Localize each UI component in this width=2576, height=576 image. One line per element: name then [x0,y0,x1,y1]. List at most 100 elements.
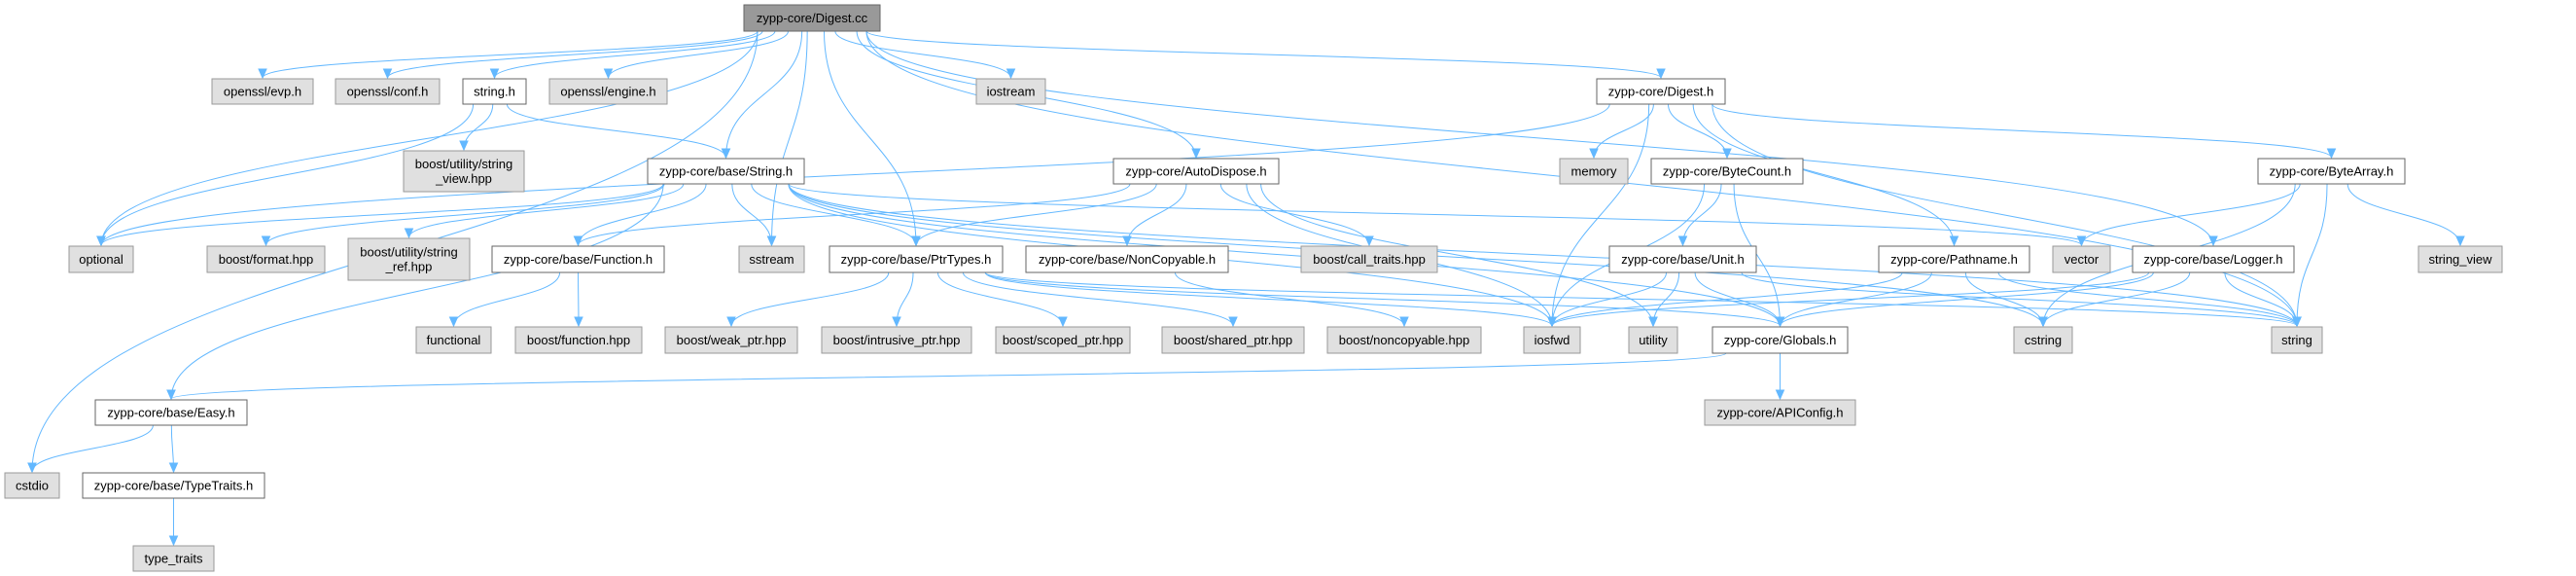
edge-function_h-to-functional [453,271,561,327]
node-box [415,326,492,354]
edges-layer [27,30,2465,547]
arrowhead-icon [721,148,731,160]
edge-string_base-to-vector [788,183,2082,246]
node-box [1628,326,1678,354]
node-intrusive-ptr: boost/intrusive_ptr.hpp [821,326,972,354]
edge-ptrtypes-to-weak_ptr [730,271,890,327]
node-string-view-hpp: boost/utility/string_view.hpp [403,150,525,193]
node-engine: openssl/engine.h [548,78,668,105]
arrowhead-icon [404,228,414,239]
node-boost-function: boost/function.hpp [514,326,643,354]
node-label: string_view [2428,252,2492,267]
node-box [347,237,471,281]
arrowhead-icon [2455,235,2465,247]
edge-digest_h-to-iosfwd [1551,103,1650,327]
node-pathname[interactable]: zypp-core/Pathname.h [1878,245,2030,273]
node-conf: openssl/conf.h [335,78,441,105]
node-box [2013,326,2073,354]
edge-bytearray-to-vector [2081,183,2301,246]
edge-string_base-to-function_h [578,183,707,246]
node-box [1559,158,1629,185]
arrowhead-icon [27,462,37,474]
node-digest-h[interactable]: zypp-core/Digest.h [1596,78,1726,105]
node-box [491,245,665,273]
node-globals[interactable]: zypp-core/Globals.h [1711,326,1849,354]
node-string-h[interactable]: string.h [462,78,527,105]
edge-autodispose-to-utility [1260,183,1654,327]
arrowhead-icon [573,235,583,247]
node-label: zypp-core/base/Unit.h [1621,252,1744,267]
node-vector: vector [2052,245,2111,273]
node-box [1112,158,1280,185]
node-typetraits-h[interactable]: zypp-core/base/TypeTraits.h [82,472,265,499]
node-autodispose[interactable]: zypp-core/AutoDispose.h [1112,158,1280,185]
arrowhead-icon [489,68,500,80]
arrowhead-icon [574,316,583,328]
node-label: string.h [474,85,515,99]
node-box [2417,245,2503,273]
edge-digest_cc-to-engine [608,30,790,79]
arrowhead-icon [2326,148,2337,160]
node-label: boost/utility/string [415,157,512,171]
node-ptrtypes[interactable]: zypp-core/base/PtrTypes.h [829,245,1004,273]
arrowhead-icon [1006,68,1016,80]
node-box [664,326,798,354]
node-label: zypp-core/Digest.cc [757,11,868,25]
edge-string_h-to-optional [100,103,475,246]
node-string-base[interactable]: zypp-core/base/String.h [647,158,805,185]
node-digest-cc[interactable]: zypp-core/Digest.cc [743,4,881,32]
edge-string_base-to-globals [788,183,1781,327]
node-box [403,150,525,193]
node-easy[interactable]: zypp-core/base/Easy.h [94,399,248,426]
node-label: _ref.hpp [385,260,433,274]
arrowhead-icon [1648,316,1658,328]
edge-string_base-to-easy [170,183,664,400]
node-apiconfig: zypp-core/APIConfig.h [1704,399,1856,426]
arrowhead-icon [261,235,271,247]
edge-unit-to-globals [1694,271,1781,327]
edge-ptrtypes-to-shared_ptr [962,271,1234,327]
arrowhead-icon [168,462,179,474]
node-bytearray[interactable]: zypp-core/ByteArray.h [2257,158,2406,185]
node-noncopyable-h[interactable]: zypp-core/base/NonCopyable.h [1025,245,1229,273]
node-label: iostream [987,85,1036,99]
node-label: zypp-core/Globals.h [1724,333,1837,347]
edge-digest_cc-to-ptrtypes [823,30,917,246]
node-bytecount[interactable]: zypp-core/ByteCount.h [1650,158,1804,185]
node-label: boost/function.hpp [527,333,630,347]
node-label: zypp-core/base/NonCopyable.h [1039,252,1216,267]
node-cstdio: cstdio [4,472,60,499]
node-box [1523,326,1581,354]
node-box [1878,245,2030,273]
edge-ptrtypes-to-iosfwd [984,271,1553,327]
arrowhead-icon [2076,235,2087,247]
node-utility: utility [1628,326,1678,354]
node-string: string [2271,326,2323,354]
node-label: memory [1571,164,1617,179]
node-unit[interactable]: zypp-core/base/Unit.h [1608,245,1757,273]
edge-digest_cc-to-logger [865,30,2214,246]
node-box [2257,158,2406,185]
edge-pathname-to-iosfwd [1551,271,1903,327]
edge-digest_cc-to-string_base [725,30,803,159]
node-shared-ptr: boost/shared_ptr.hpp [1161,326,1305,354]
arrowhead-icon [1656,68,1666,80]
arrowhead-icon [726,316,736,328]
node-label: openssl/evp.h [224,85,301,99]
edge-string_base-to-ptrtypes [751,183,917,246]
node-logger[interactable]: zypp-core/base/Logger.h [2132,245,2295,273]
arrowhead-icon [1058,316,1068,328]
edge-ptrtypes-to-globals [984,271,1781,327]
node-iostream: iostream [975,78,1046,105]
arrowhead-icon [168,535,179,547]
arrowhead-icon [1122,235,1132,247]
node-box [995,326,1131,354]
arrowhead-icon [2038,316,2048,328]
edge-digest_cc-to-string_h [494,30,776,79]
edge-bytecount-to-globals [1733,183,1781,327]
node-label: zypp-core/ByteCount.h [1663,164,1791,179]
node-function-h[interactable]: zypp-core/base/Function.h [491,245,665,273]
arrowhead-icon [1722,148,1732,160]
edge-digest_cc-to-digest_h [865,30,1662,79]
